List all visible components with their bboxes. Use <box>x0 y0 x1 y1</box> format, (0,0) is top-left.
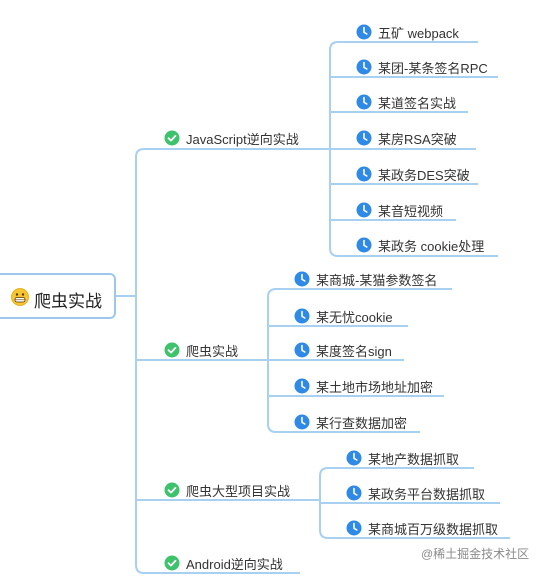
clock-icon <box>356 130 372 146</box>
leaf-node[interactable]: 某商城百万级数据抓取 <box>346 517 498 539</box>
root-node[interactable]: 爬虫实战 <box>0 273 116 319</box>
leaf-label: 某团-某条签名RPC <box>378 60 488 76</box>
leaf-label: 某政务 cookie处理 <box>378 238 485 254</box>
clock-icon <box>356 166 372 182</box>
leaf-node[interactable]: 某商城-某猫参数签名 <box>294 268 437 290</box>
leaf-node[interactable]: 某政务平台数据抓取 <box>346 482 485 504</box>
leaf-label: 某无忧cookie <box>316 309 393 325</box>
leaf-label: 某音短视频 <box>378 203 444 219</box>
root-label: 爬虫实战 <box>34 292 102 311</box>
check-circle-icon <box>164 130 180 146</box>
leaf-label: 某政务DES突破 <box>378 167 470 183</box>
check-circle-icon <box>164 342 180 358</box>
check-circle-icon <box>164 555 180 571</box>
leaf-node[interactable]: 五矿 webpack <box>356 21 459 43</box>
clock-icon <box>346 450 362 466</box>
leaf-node[interactable]: 某房RSA突破 <box>356 127 457 149</box>
branch-label: 爬虫实战 <box>186 343 239 359</box>
leaf-node[interactable]: 某音短视频 <box>356 199 443 221</box>
leaf-label: 五矿 webpack <box>378 25 459 41</box>
clock-icon <box>356 24 372 40</box>
leaf-node[interactable]: 某度签名sign <box>294 339 392 361</box>
clock-icon <box>346 520 362 536</box>
leaf-label: 某土地市场地址加密 <box>316 379 434 395</box>
leaf-label: 某地产数据抓取 <box>368 451 460 467</box>
leaf-label: 某商城百万级数据抓取 <box>368 521 499 537</box>
grinning-face-icon <box>11 288 29 306</box>
leaf-node[interactable]: 某团-某条签名RPC <box>356 56 488 78</box>
clock-icon <box>294 378 310 394</box>
leaf-node[interactable]: 某土地市场地址加密 <box>294 375 433 397</box>
leaf-node[interactable]: 某行查数据加密 <box>294 411 407 433</box>
clock-icon <box>294 414 310 430</box>
clock-icon <box>356 59 372 75</box>
leaf-node[interactable]: 某地产数据抓取 <box>346 447 459 469</box>
branch-node[interactable]: Android逆向实战 <box>164 552 283 574</box>
branch-label: Android逆向实战 <box>186 556 283 572</box>
leaf-node[interactable]: 某无忧cookie <box>294 305 393 327</box>
leaf-label: 某度签名sign <box>316 343 392 359</box>
leaf-node[interactable]: 某政务DES突破 <box>356 163 470 185</box>
branch-label: JavaScript逆向实战 <box>186 131 299 147</box>
branch-node[interactable]: 爬虫实战 <box>164 339 238 361</box>
branch-node[interactable]: JavaScript逆向实战 <box>164 127 299 149</box>
leaf-node[interactable]: 某政务 cookie处理 <box>356 234 484 256</box>
check-circle-icon <box>164 482 180 498</box>
watermark: @稀土掘金技术社区 <box>421 547 530 561</box>
clock-icon <box>356 94 372 110</box>
clock-icon <box>356 237 372 253</box>
leaf-node[interactable]: 某道签名实战 <box>356 91 456 113</box>
leaf-label: 某房RSA突破 <box>378 131 457 147</box>
leaf-label: 某行查数据加密 <box>316 415 408 431</box>
branch-label: 爬虫大型项目实战 <box>186 483 291 499</box>
branch-node[interactable]: 爬虫大型项目实战 <box>164 479 290 501</box>
clock-icon <box>346 485 362 501</box>
clock-icon <box>356 202 372 218</box>
clock-icon <box>294 342 310 358</box>
leaf-label: 某道签名实战 <box>378 95 457 111</box>
clock-icon <box>294 308 310 324</box>
clock-icon <box>294 271 310 287</box>
leaf-label: 某政务平台数据抓取 <box>368 486 486 502</box>
leaf-label: 某商城-某猫参数签名 <box>316 272 438 288</box>
